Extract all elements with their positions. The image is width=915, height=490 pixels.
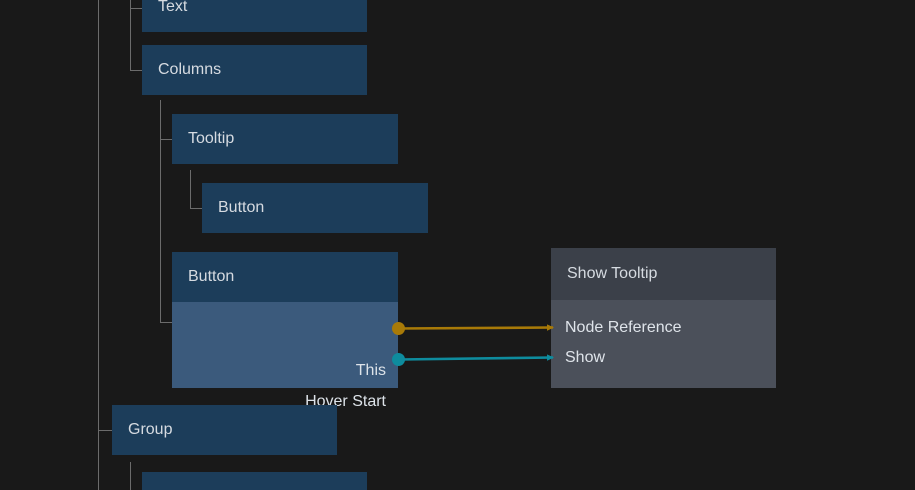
tree-spine-root — [98, 0, 99, 490]
tree-branch-group — [98, 430, 112, 431]
scene-node-button[interactable]: Button This Hover Start — [172, 252, 398, 410]
scene-node-label: Button — [188, 268, 235, 285]
scene-node-label: Text — [158, 0, 188, 15]
scene-node-label: Group — [128, 421, 173, 438]
action-node-label: Show Tooltip — [567, 265, 658, 282]
tree-spine-depth2 — [160, 100, 161, 322]
action-node-body: Node Reference Show — [551, 300, 776, 388]
action-node-header[interactable]: Show Tooltip — [551, 248, 776, 300]
action-node-show-tooltip[interactable]: Show Tooltip Node Reference Show — [551, 248, 776, 388]
scene-node-group[interactable]: Group — [112, 405, 337, 455]
tree-branch-columns — [130, 70, 142, 71]
tree-spine-group-child — [130, 462, 131, 490]
tree-spine-depth1 — [130, 0, 131, 70]
scene-node-tooltip-button[interactable]: Button — [202, 183, 428, 233]
tree-branch-text — [130, 8, 142, 9]
scene-node-tooltip[interactable]: Tooltip — [172, 114, 398, 164]
input-port-label: Node Reference — [565, 319, 682, 336]
scene-node-button-header[interactable]: Button — [172, 252, 398, 302]
scene-node-label: Button — [218, 199, 265, 216]
edge-hover-start-to-show[interactable] — [398, 354, 554, 361]
output-port-dot-this[interactable] — [392, 322, 405, 335]
input-port-label: Show — [565, 349, 606, 366]
scene-node-button-body: This Hover Start — [172, 302, 398, 410]
edge-this-to-node-reference[interactable] — [398, 324, 554, 331]
scene-node-partial-bottom[interactable] — [142, 472, 367, 490]
tree-branch-tooltip — [160, 139, 172, 140]
tree-branch-button — [160, 322, 172, 323]
scene-node-columns[interactable]: Columns — [142, 45, 367, 95]
scene-node-label: Tooltip — [188, 130, 235, 147]
output-port-dot-hover-start[interactable] — [392, 353, 405, 366]
scene-node-text[interactable]: Text — [142, 0, 367, 32]
output-port-this[interactable]: This — [356, 363, 386, 379]
output-port-label: This — [355, 362, 386, 379]
input-port-node-reference[interactable]: Node Reference — [565, 320, 682, 336]
scene-node-label: Columns — [158, 61, 222, 78]
tree-spine-depth3 — [190, 170, 191, 209]
tree-branch-tooltip-button — [190, 208, 202, 209]
input-port-show[interactable]: Show — [565, 350, 605, 366]
